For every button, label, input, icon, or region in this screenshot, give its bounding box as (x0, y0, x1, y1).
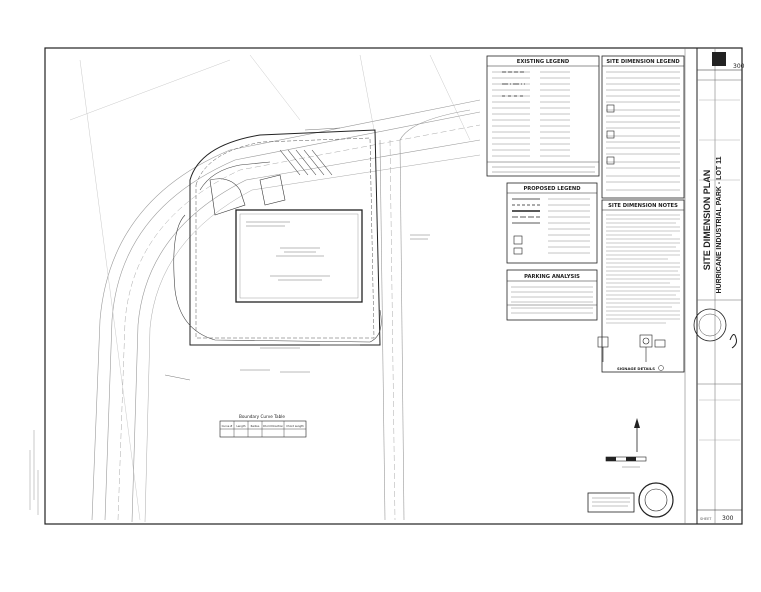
proposed-legend-title: PROPOSED LEGEND (523, 186, 581, 192)
curve-table-header: Chord Direction (263, 424, 284, 428)
sheet-label: SHEET (700, 517, 712, 521)
dimension-callouts (164, 127, 430, 381)
existing-legend-title: EXISTING LEGEND (517, 59, 570, 65)
parking-analysis: PARKING ANALYSIS (506, 269, 598, 321)
signage-details: SIGNAGE DETAILS (597, 334, 666, 371)
site-dimension-legend-title: SITE DIMENSION LEGEND (606, 59, 680, 65)
project-subtitle: HURRICANE INDUSTRIAL PARK - LOT 11 (716, 156, 723, 293)
sheet-border (44, 47, 743, 525)
north-arrow-icon (634, 418, 640, 452)
site-dimension-notes-title: SITE DIMENSION NOTES (608, 203, 678, 209)
signature (729, 334, 737, 349)
firm-logo-icon (712, 52, 726, 66)
curve-table-header: Chord Length (286, 424, 304, 428)
site-dimension-legend: SITE DIMENSION LEGEND (601, 55, 685, 199)
scale-bar (605, 456, 647, 468)
utility-stamp (587, 482, 674, 518)
engineer-seal-icon (693, 308, 727, 342)
title-block: 300 300 SHEET SITE DIMENSION PLAN HURRIC… (684, 48, 745, 524)
roadway-lines (69, 54, 481, 523)
site-dimension-notes: SITE DIMENSION NOTES (601, 199, 685, 373)
curve-table-header: Curve # (222, 424, 233, 428)
sheet-title: SITE DIMENSION PLAN (702, 170, 712, 271)
boundary-curve-table: Boundary Curve Table Curve # Length Radi… (219, 414, 307, 438)
curve-table-header: Length (237, 424, 246, 428)
building-inner-line (239, 213, 359, 299)
building-labels (246, 221, 330, 281)
sheet-number-top: 300 (733, 63, 745, 70)
curve-table-header: Radius (251, 424, 260, 428)
lot-boundary (189, 129, 381, 346)
parking-lot (173, 149, 382, 343)
sheet-number-bottom: 300 (722, 515, 734, 522)
margin-notes (29, 430, 39, 515)
signage-details-label: SIGNAGE DETAILS (617, 366, 655, 371)
existing-legend: EXISTING LEGEND (486, 55, 600, 177)
curve-table-title: Boundary Curve Table (239, 414, 285, 419)
proposed-building (235, 209, 363, 303)
parking-analysis-title: PARKING ANALYSIS (524, 274, 580, 280)
proposed-legend: PROPOSED LEGEND (506, 182, 598, 264)
